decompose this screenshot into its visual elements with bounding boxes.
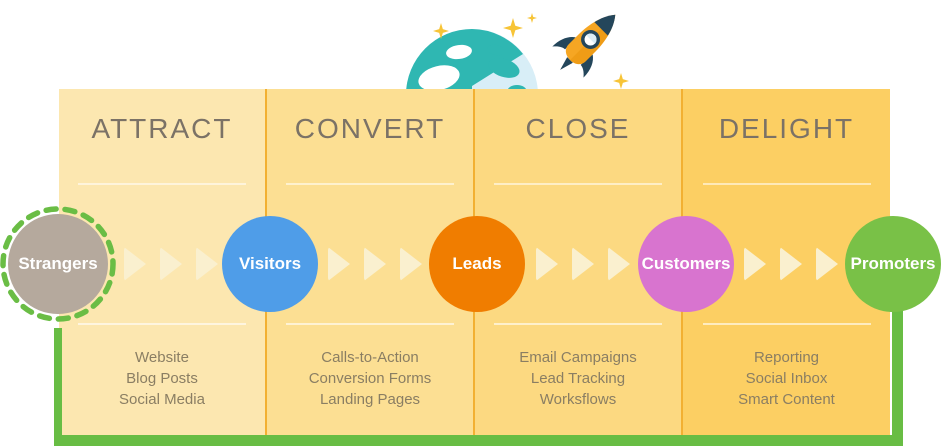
persona-promoters: Promoters xyxy=(845,216,941,312)
persona-label: Strangers xyxy=(18,254,98,273)
tool-item: Website xyxy=(135,349,189,366)
flow-arrow xyxy=(160,247,182,281)
globe-icon xyxy=(403,26,541,89)
tool-item: Landing Pages xyxy=(319,391,421,408)
title-underline xyxy=(286,183,454,185)
tool-item: Social Media xyxy=(119,391,205,408)
flow-arrows xyxy=(124,247,218,281)
frame-bar-right xyxy=(892,309,903,446)
stage-title: ATTRACT xyxy=(91,113,233,144)
title-underline xyxy=(78,183,246,185)
flow-arrows xyxy=(328,247,422,281)
flow-arrow xyxy=(608,247,630,281)
persona-label: Promoters xyxy=(850,254,936,273)
tool-item: Social Inbox xyxy=(745,370,828,387)
stage-tools-list: Calls-to-Action Conversion Forms Landing… xyxy=(267,347,473,410)
sparkle-star-icon xyxy=(613,73,629,89)
frame-bar-bottom xyxy=(54,435,903,446)
persona-leads: Leads xyxy=(429,216,525,312)
flow-arrow xyxy=(400,247,422,281)
stage-title: DELIGHT xyxy=(718,113,855,144)
stage-tools-list: Reporting Social Inbox Smart Content xyxy=(683,347,890,410)
title-underline xyxy=(702,183,871,185)
tool-item: Email Campaigns xyxy=(519,349,637,366)
flow-arrow xyxy=(196,247,218,281)
flow-arrow xyxy=(364,247,386,281)
list-divider xyxy=(702,323,871,325)
list-divider xyxy=(286,323,454,325)
flow-arrow xyxy=(328,247,350,281)
flow-arrows xyxy=(744,247,838,281)
tool-item: Lead Tracking xyxy=(530,370,626,387)
sparkle-star-icon xyxy=(433,23,449,39)
title-underline xyxy=(494,183,662,185)
persona-label: Leads xyxy=(452,254,502,273)
tool-item: Blog Posts xyxy=(126,370,198,387)
flow-arrows xyxy=(536,247,630,281)
rocket-icon xyxy=(552,14,616,78)
tool-item: Conversion Forms xyxy=(308,370,432,387)
sparkle-star-icon xyxy=(527,13,537,23)
stage-title: CONVERT xyxy=(294,113,446,144)
sparkle-star-icon xyxy=(503,18,523,38)
persona-label: Visitors xyxy=(238,254,302,273)
flow-arrow xyxy=(572,247,594,281)
persona-visitors: Visitors xyxy=(222,216,318,312)
tool-item: Reporting xyxy=(753,349,820,366)
tool-item: Smart Content xyxy=(738,391,835,408)
stage-tools-list: Website Blog Posts Social Media xyxy=(59,347,265,410)
frame-bar-left xyxy=(54,328,62,446)
flow-arrow xyxy=(536,247,558,281)
stage-title: CLOSE xyxy=(525,113,631,144)
flow-arrow xyxy=(780,247,802,281)
flow-arrow xyxy=(816,247,838,281)
stage-tools-list: Email Campaigns Lead Tracking Worksflows xyxy=(475,347,681,410)
persona-customers: Customers xyxy=(638,216,734,312)
list-divider xyxy=(494,323,662,325)
dashed-ring xyxy=(0,206,116,322)
tool-item: Calls-to-Action xyxy=(321,349,419,366)
list-divider xyxy=(78,323,246,325)
persona-strangers: Strangers xyxy=(8,214,108,314)
flow-arrow xyxy=(124,247,146,281)
tool-item: Worksflows xyxy=(539,391,617,408)
flow-arrow xyxy=(744,247,766,281)
persona-label: Customers xyxy=(641,254,731,273)
